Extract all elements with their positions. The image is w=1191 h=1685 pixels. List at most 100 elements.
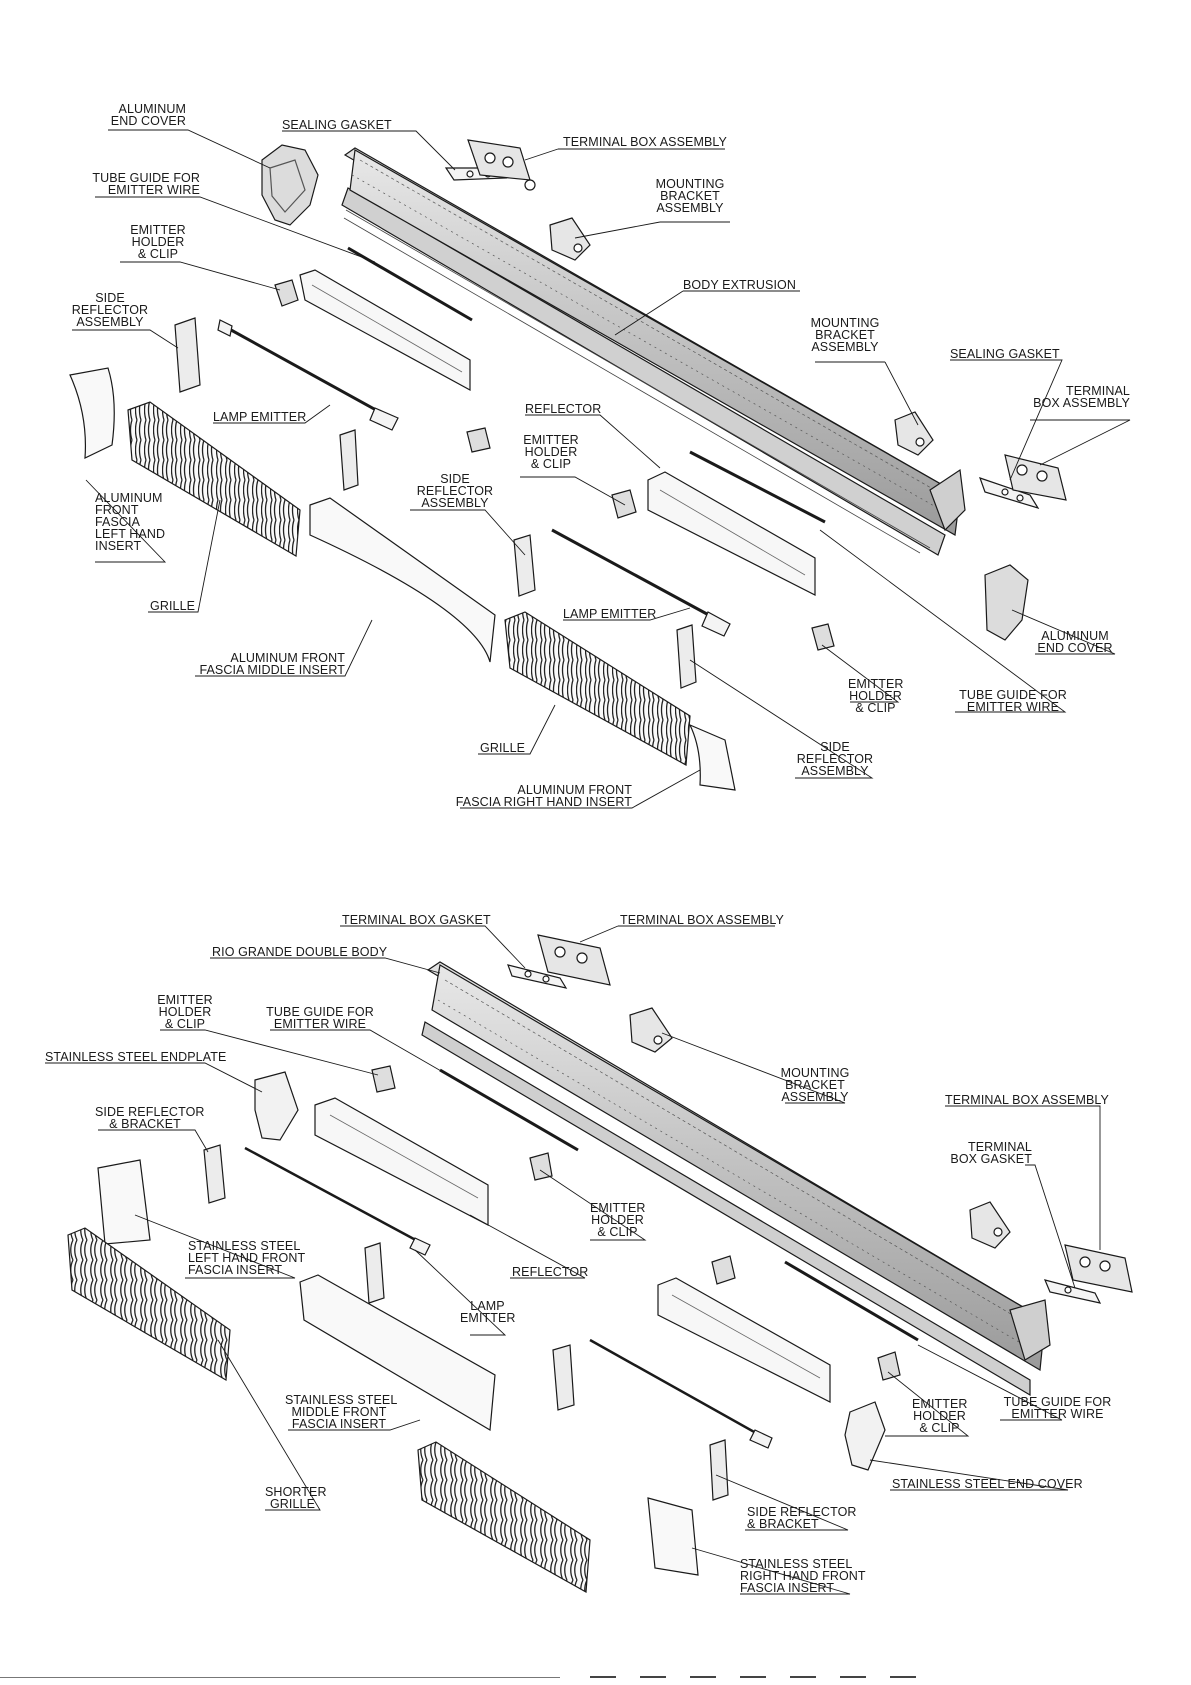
emitter-holder-2-left xyxy=(371,1065,396,1093)
label-stainless-rh-fascia: STAINLESS STEEL RIGHT HAND FRONT FASCIA … xyxy=(740,1557,866,1595)
end-cover-right xyxy=(984,564,1029,641)
emitter-holder-2-b xyxy=(711,1255,736,1285)
fascia-left-insert xyxy=(69,367,115,459)
side-reflector-2 xyxy=(513,534,536,597)
label-lamp-emitter-2: LAMP EMITTER xyxy=(460,1299,516,1325)
leader-lines-2 xyxy=(45,925,1101,1595)
label-shorter-grille: SHORTER GRILLE xyxy=(265,1485,327,1511)
label-tube-guide-2-right: TUBE GUIDE FOR EMITTER WIRE xyxy=(1003,1395,1112,1421)
label-terminal-box-gasket-right: TERMINAL BOX GASKET xyxy=(950,1140,1032,1166)
rio-grande-double-body xyxy=(421,961,1051,1397)
diagram-1 xyxy=(69,129,1131,809)
label-emitter-holder-2-right: EMITTER HOLDER & CLIP xyxy=(912,1397,968,1435)
label-side-reflector-left: SIDE REFLECTOR ASSEMBLY xyxy=(71,291,149,329)
terminal-box-2-right xyxy=(1064,1244,1133,1293)
label-body-extrusion: BODY EXTRUSION xyxy=(683,278,796,292)
label-emitter-holder-right: EMITTER HOLDER & CLIP xyxy=(848,677,904,715)
label-fascia-rh: ALUMINUM FRONT FASCIA RIGHT HAND INSERT xyxy=(455,783,632,809)
mounting-bracket-right xyxy=(894,411,934,456)
label-fascia-middle: ALUMINUM FRONT FASCIA MIDDLE INSERT xyxy=(199,651,345,677)
label-lamp-emitter-left: LAMP EMITTER xyxy=(213,410,307,424)
label-emitter-holder-left: EMITTER HOLDER & CLIP xyxy=(130,223,186,261)
end-cover-left xyxy=(261,144,319,226)
reflector-2 xyxy=(647,471,816,596)
shorter-grille-bottom xyxy=(417,1441,591,1593)
terminal-box-gasket-right xyxy=(1043,1279,1102,1304)
label-terminal-box-assembly-top-2: TERMINAL BOX ASSEMBLY xyxy=(620,913,784,927)
shorter-grille-left xyxy=(67,1227,231,1381)
mounting-bracket-2 xyxy=(629,1007,673,1053)
reflector-2-top xyxy=(314,1097,489,1226)
reflector-2-b xyxy=(657,1277,831,1403)
fascia-middle-insert xyxy=(309,497,496,663)
emitter-holder-3 xyxy=(811,623,835,651)
grille-bottom xyxy=(504,611,691,766)
label-grille-bottom: GRILLE xyxy=(480,741,526,755)
stainless-end-cover xyxy=(844,1401,886,1471)
emitter-holder-2-right xyxy=(877,1351,901,1381)
diagram-2 xyxy=(45,925,1133,1595)
label-stainless-lh-fascia: STAINLESS STEEL LEFT HAND FRONT FASCIA I… xyxy=(188,1239,306,1277)
lamp-emitter-2-right xyxy=(589,1338,773,1449)
side-reflector-left xyxy=(174,317,201,393)
stainless-lh-fascia xyxy=(97,1159,151,1245)
stainless-rh-fascia xyxy=(647,1497,699,1576)
label-tube-guide-2-left: TUBE GUIDE FOR EMITTER WIRE xyxy=(266,1005,374,1031)
lamp-emitter-2-left xyxy=(244,1146,431,1256)
label-side-reflector-mid: SIDE REFLECTOR ASSEMBLY xyxy=(416,472,494,510)
label-grille-left: GRILLE xyxy=(150,599,196,613)
label-tube-guide-right: TUBE GUIDE FOR EMITTER WIRE xyxy=(959,688,1067,714)
side-reflector-bracket-2 xyxy=(364,1242,385,1304)
terminal-box-top-2 xyxy=(537,934,611,986)
tube-guide-2-left xyxy=(439,1068,579,1152)
label-stainless-end-cover: STAINLESS STEEL END COVER xyxy=(892,1477,1083,1491)
label-fascia-lh: ALUMINUM FRONT FASCIA LEFT HAND INSERT xyxy=(95,491,166,553)
label-side-reflector-bracket-left: SIDE REFLECTOR & BRACKET xyxy=(95,1105,205,1131)
leader-lines-1 xyxy=(72,129,1131,809)
emitter-holder-2-mid xyxy=(529,1152,553,1181)
label-emitter-holder-2-mid: EMITTER HOLDER & CLIP xyxy=(590,1201,646,1239)
label-side-reflector-bracket-right: SIDE REFLECTOR & BRACKET xyxy=(747,1505,857,1531)
fascia-right-insert xyxy=(688,723,736,791)
label-mounting-bracket-top: MOUNTING BRACKET ASSEMBLY xyxy=(655,177,725,215)
grille-left xyxy=(127,401,301,557)
side-reflector-bracket-left xyxy=(203,1144,226,1204)
label-sealing-gasket-top: SEALING GASKET xyxy=(282,118,392,132)
tube-guide-2-right xyxy=(784,1260,919,1342)
label-reflector-2: REFLECTOR xyxy=(512,1265,589,1279)
label-tube-guide-left: TUBE GUIDE FOR EMITTER WIRE xyxy=(92,171,200,197)
label-sealing-gasket-right: SEALING GASKET xyxy=(950,347,1060,361)
label-rio-grande-double-body: RIO GRANDE DOUBLE BODY xyxy=(212,945,388,959)
emitter-holder-top xyxy=(274,279,299,307)
footer-rule xyxy=(0,1677,560,1678)
label-terminal-box-assembly-top: TERMINAL BOX ASSEMBLY xyxy=(563,135,727,149)
side-reflector-3 xyxy=(676,624,697,689)
body-extrusion xyxy=(341,147,966,556)
label-stainless-endplate: STAINLESS STEEL ENDPLATE xyxy=(45,1050,227,1064)
label-emitter-holder-2-left: EMITTER HOLDER & CLIP xyxy=(157,993,213,1031)
emitter-holder-mid xyxy=(466,427,491,453)
lamp-emitter-2 xyxy=(551,528,731,637)
stainless-endplate xyxy=(254,1071,299,1141)
terminal-box-top xyxy=(467,139,536,191)
side-reflector-mid xyxy=(339,429,359,491)
label-lamp-emitter-mid: LAMP EMITTER xyxy=(563,607,657,621)
stainless-middle-fascia xyxy=(299,1274,496,1431)
label-emitter-holder-mid: EMITTER HOLDER & CLIP xyxy=(523,433,579,471)
label-mounting-bracket-2: MOUNTING BRACKET ASSEMBLY xyxy=(780,1066,850,1104)
terminal-box-gasket-top xyxy=(507,964,568,989)
mounting-bracket-2-right xyxy=(969,1201,1011,1249)
label-aluminum-end-cover-left: ALUMINUM END COVER xyxy=(110,102,186,128)
label-terminal-box-assembly-right: TERMINAL BOX ASSEMBLY xyxy=(1033,384,1130,410)
label-terminal-box-gasket-top: TERMINAL BOX GASKET xyxy=(342,913,491,927)
label-stainless-middle-fascia: STAINLESS STEEL MIDDLE FRONT FASCIA INSE… xyxy=(285,1393,398,1431)
side-reflector-bracket-right xyxy=(709,1439,729,1501)
lamp-emitter-left xyxy=(217,319,399,431)
label-side-reflector-right: SIDE REFLECTOR ASSEMBLY xyxy=(796,740,874,778)
mounting-bracket-top xyxy=(549,217,591,261)
label-end-cover-right: ALUMINUM END COVER xyxy=(1037,629,1113,655)
footer-strip xyxy=(590,1676,930,1678)
reflector-top xyxy=(299,269,471,392)
label-mounting-bracket-right: MOUNTING BRACKET ASSEMBLY xyxy=(810,316,880,354)
